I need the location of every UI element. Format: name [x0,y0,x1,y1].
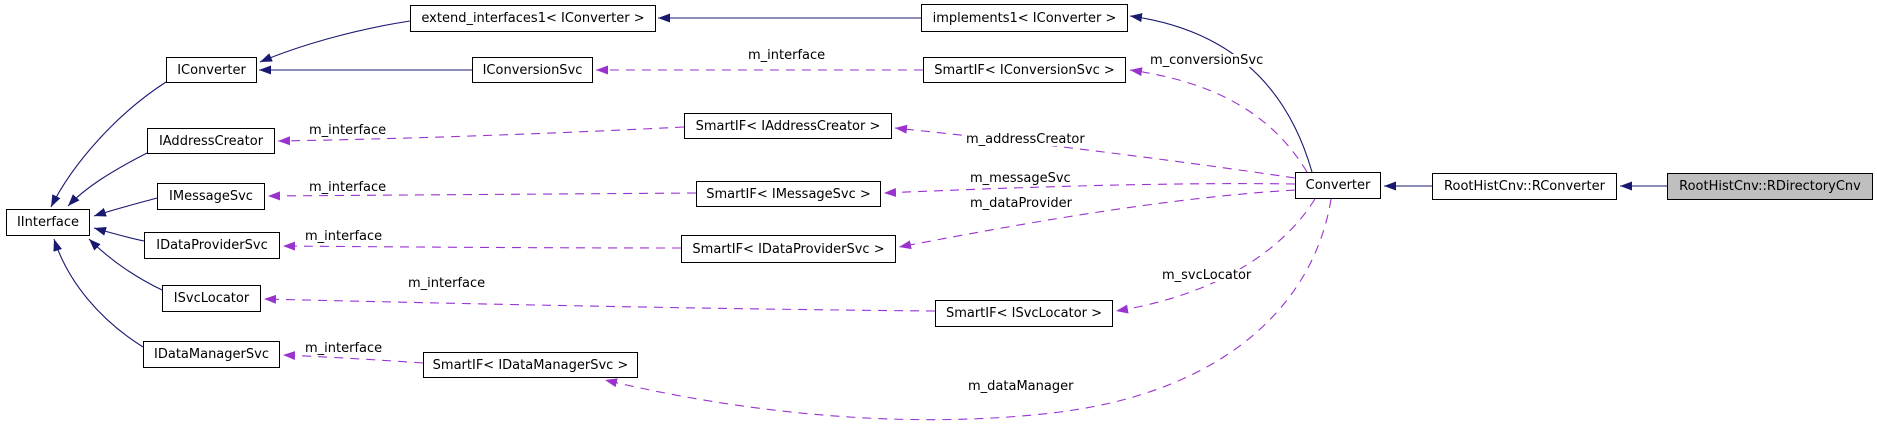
node-iconverter[interactable]: IConverter [166,57,257,83]
edge-label-m_interface-5: m_interface [305,341,383,356]
node-smartif_imessagesvc[interactable]: SmartIF< IMessageSvc > [696,181,881,207]
edge-label-m_svcLocator-10: m_svcLocator [1162,268,1252,283]
edge-idataprovidersvc-to-iinterface [93,226,145,242]
node-idatamanagersvc[interactable]: IDataManagerSvc [143,341,280,368]
node-idataprovidersvc[interactable]: IDataProviderSvc [144,232,280,259]
edge-converter-to-smartif_imessagesvc [883,183,1296,197]
edge-label-m_interface-4: m_interface [408,276,486,291]
node-iaddresscreator[interactable]: IAddressCreator [147,128,275,154]
node-roothistcnv_rconverter[interactable]: RootHistCnv::RConverter [1432,173,1617,200]
node-iconversionsvc[interactable]: IConversionSvc [472,57,593,83]
edge-label-m_messageSvc-8: m_messageSvc [970,171,1071,186]
edge-idatamanagersvc-to-iinterface [53,238,144,348]
node-smartif_iaddresscreator[interactable]: SmartIF< IAddressCreator > [684,113,892,139]
edge-label-m_interface-3: m_interface [305,229,383,244]
edge-converter-to-smartif_iconversionsvc [1129,67,1308,173]
edge-smartif_idatamanagersvc-to-idatamanagersvc [282,351,424,364]
node-implements1[interactable]: implements1< IConverter > [921,4,1128,32]
node-roothistcnv_rdirectorycnv: RootHistCnv::RDirectoryCnv [1667,173,1873,200]
edge-iaddresscreator-to-iinterface [67,152,148,207]
edge-imessagesvc-to-iinterface [93,197,158,217]
edge-label-m_interface-0: m_interface [748,48,826,63]
node-smartif_iconversionsvc[interactable]: SmartIF< IConversionSvc > [923,57,1126,83]
edge-extend_interfaces1-to-iconverter [259,20,411,63]
node-imessagesvc[interactable]: IMessageSvc [157,183,265,210]
node-converter[interactable]: Converter [1295,172,1381,199]
edge-smartif_idataprovidersvc-to-idataprovidersvc [282,241,682,251]
edge-label-m_interface-1: m_interface [309,123,387,138]
edge-converter-to-smartif_iaddresscreator [894,124,1296,179]
edge-converter-to-smartif_idataprovidersvc [898,189,1296,250]
edge-iconverter-to-iinterface [50,81,167,208]
node-smartif_idatamanagersvc[interactable]: SmartIF< IDataManagerSvc > [423,352,638,378]
node-isvclocator[interactable]: ISvcLocator [162,285,261,312]
node-extend_interfaces1[interactable]: extend_interfaces1< IConverter > [410,5,656,32]
edge-converter-to-smartif_isvclocator [1115,198,1316,314]
edge-label-m_conversionSvc-6: m_conversionSvc [1150,53,1264,68]
edge-smartif_isvclocator-to-isvclocator [263,294,936,312]
edge-converter-to-smartif_idatamanagersvc [604,198,1332,421]
node-smartif_isvclocator[interactable]: SmartIF< ISvcLocator > [935,300,1113,327]
node-iinterface[interactable]: IInterface [6,209,90,236]
edge-smartif_iaddresscreator-to-iaddresscreator [277,126,685,146]
edge-label-m_dataManager-11: m_dataManager [968,379,1074,394]
edge-converter-to-implements1 [1129,13,1313,173]
node-smartif_idataprovidersvc[interactable]: SmartIF< IDataProviderSvc > [681,235,896,263]
edge-isvclocator-to-iinterface [88,238,163,291]
edge-label-m_dataProvider-9: m_dataProvider [970,196,1072,211]
edge-label-m_interface-2: m_interface [309,180,387,195]
edge-label-m_addressCreator-7: m_addressCreator [966,132,1085,147]
edge-smartif_imessagesvc-to-imessagesvc [267,191,697,201]
